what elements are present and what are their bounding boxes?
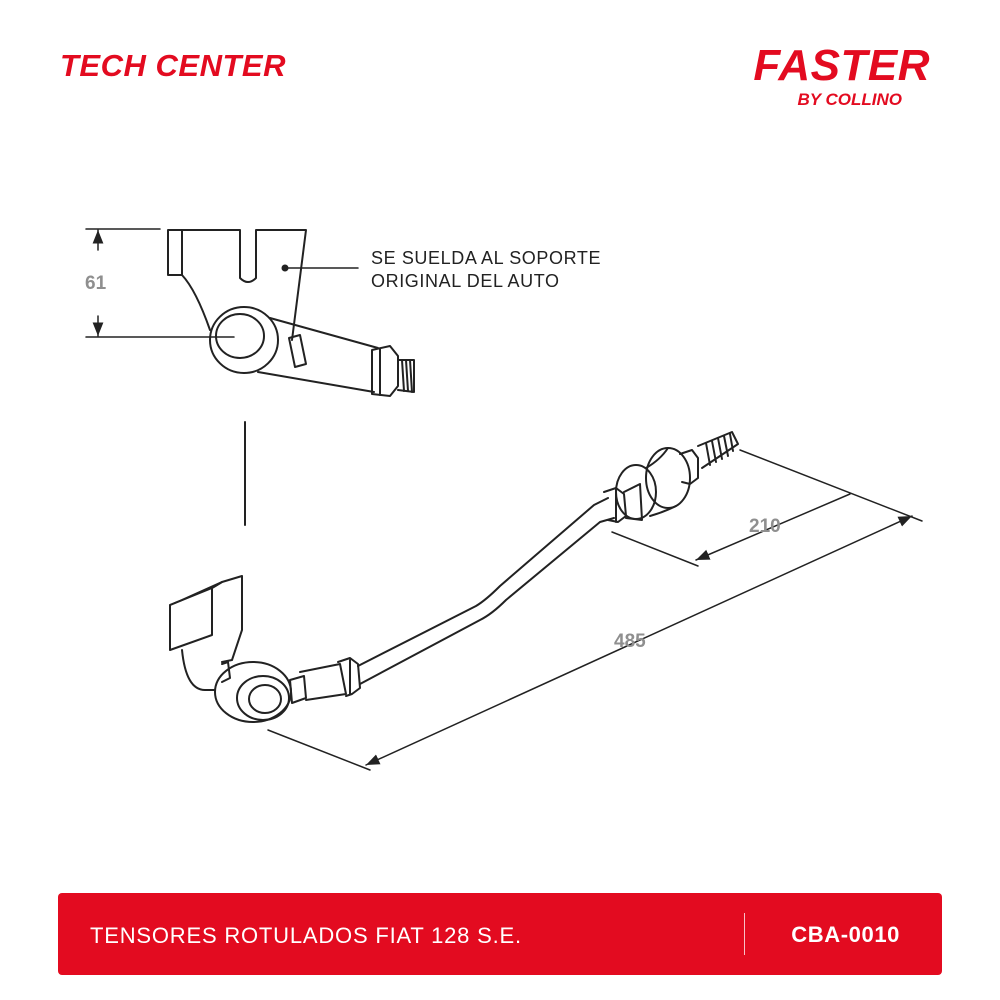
dimension-height-label: 61 — [85, 273, 107, 294]
bracket-detail — [167, 229, 415, 397]
tech-center-logo: TECH CENTER — [60, 48, 286, 83]
footer-bar: TENSORES ROTULADOS FIAT 128 S.E. CBA-001… — [58, 893, 942, 975]
weld-note-line-2: ORIGINAL DEL AUTO — [371, 271, 560, 291]
dimension-210 — [611, 449, 923, 567]
tensor-rod-assembly — [169, 431, 739, 723]
height-dimension — [85, 228, 235, 338]
faster-logo-sub: BY COLLINO — [797, 90, 902, 109]
footer-separator — [744, 913, 745, 955]
dimension-210-label: 210 — [749, 516, 781, 537]
product-code: CBA-0010 — [791, 922, 900, 947]
dimension-485 — [267, 515, 913, 771]
weld-note: SE SUELDA AL SOPORTE ORIGINAL DEL AUTO — [371, 247, 601, 293]
product-title: TENSORES ROTULADOS FIAT 128 S.E. — [90, 923, 522, 948]
dimension-485-label: 485 — [614, 631, 646, 652]
faster-logo-main: FASTER — [753, 41, 930, 90]
faster-logo: FASTER BY COLLINO — [753, 44, 930, 110]
weld-note-line-1: SE SUELDA AL SOPORTE — [371, 248, 602, 268]
